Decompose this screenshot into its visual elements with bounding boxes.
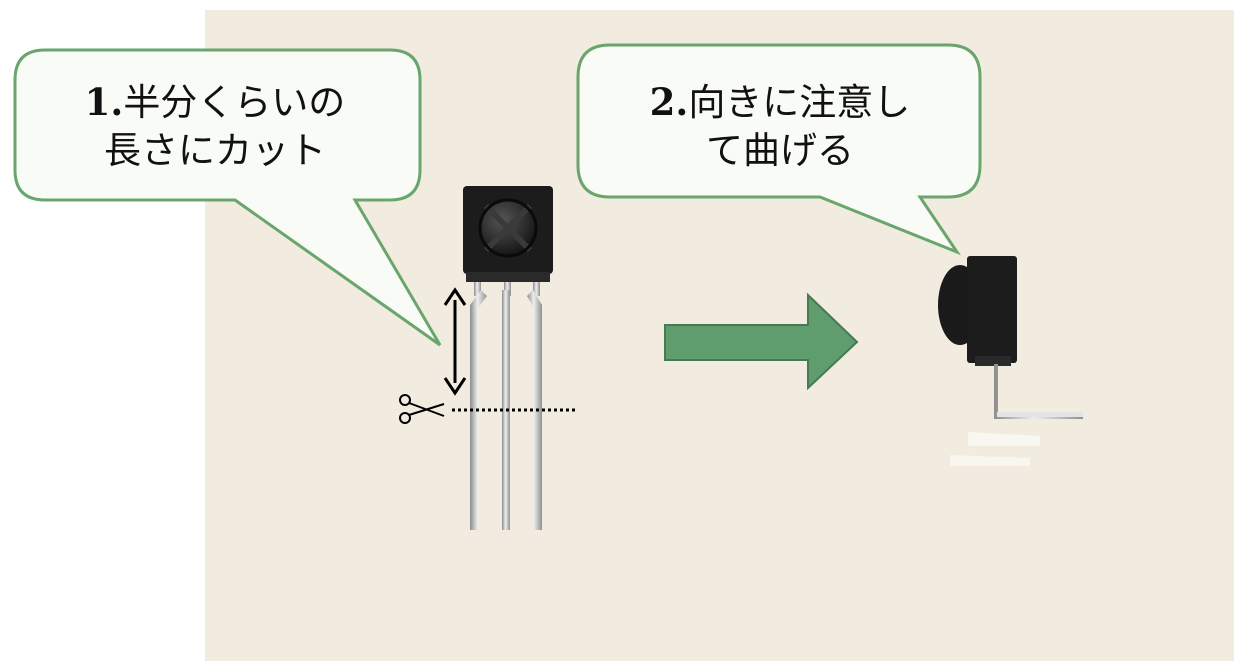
ir-receiver-bent — [938, 256, 1083, 466]
callout-bubble-2 — [576, 43, 982, 256]
callout-bubble-1 — [13, 48, 442, 347]
callout-1-line-2: 長さにカット — [104, 129, 326, 172]
step-number-1: 1. — [84, 80, 124, 124]
callout-2-line-2: て曲げる — [706, 129, 854, 172]
callout-1-line-1: 半分くらいの — [123, 81, 346, 124]
ir-receiver-straight — [463, 186, 553, 530]
step-number-2: 2. — [649, 80, 689, 124]
callout-2-line-1: 向きに注意し — [688, 81, 911, 124]
callout-text-2: 2.向きに注意し て曲げる — [600, 78, 960, 175]
callout-text-1: 1.半分くらいの 長さにカット — [40, 78, 390, 175]
length-indicator — [443, 287, 467, 396]
right-arrow-icon — [664, 292, 859, 391]
scissors-icon — [399, 394, 445, 424]
